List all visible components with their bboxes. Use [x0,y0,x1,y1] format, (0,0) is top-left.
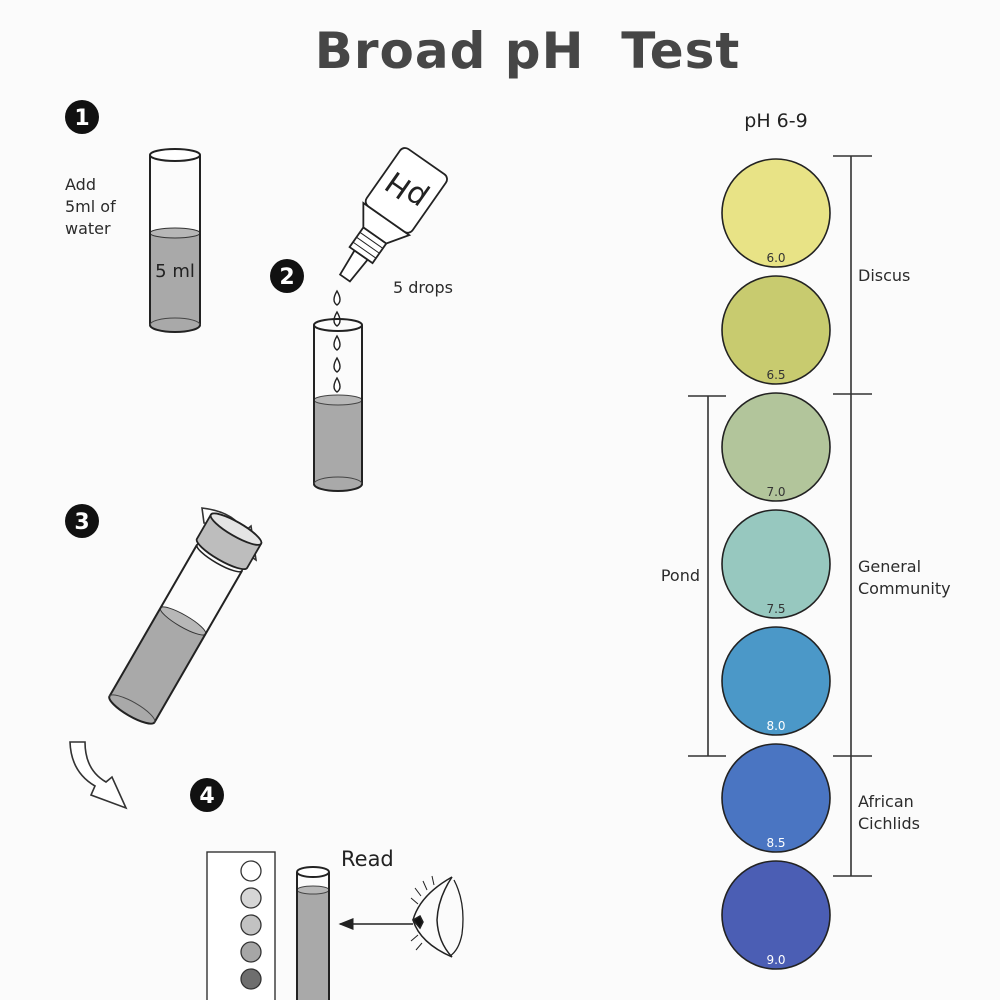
drops-label: 5 drops [393,278,453,297]
bracket-general-community-label-line-1: General [858,557,921,576]
test-tube-3 [296,866,330,1000]
step-1-instruction-line-3: water [65,219,111,238]
read-label: Read [341,847,394,871]
chart-range-label: pH 6-9 [744,110,807,132]
step-3-number: 3 [74,510,89,535]
falling-drops [333,289,341,393]
swatch-8-5 [721,743,831,853]
ph-color-chart: pH 6-9 6.0 6.5 7.0 7.5 8.0 8.5 9.0 Discus Gene… [661,110,951,970]
swatch-value-label: 8.5 [766,836,785,850]
bracket-african-cichlids [833,756,872,877]
swatch-value-label: 7.0 [766,485,785,499]
test-tube-1: 5 ml [149,148,201,333]
step-1-instruction-line-1: Add [65,175,96,194]
step-2-number: 2 [279,265,294,290]
dropper-bottle: pH [338,147,448,283]
swatch-value-label: 7.5 [766,602,785,616]
step-1-instruction-line-2: 5ml of [65,197,116,216]
swatch-8-0 [721,626,831,736]
step-4: 4 Read [190,778,464,1000]
bracket-discus [833,155,872,395]
step-1-number: 1 [74,106,89,131]
step-2: 2 pH 5 drops [270,147,453,492]
bracket-discus-label: Discus [858,266,910,285]
step-3-badge [65,504,99,538]
bracket-pond [688,395,726,757]
mini-swatch [240,887,262,909]
bracket-african-cichlids-label-line-1: African [858,792,914,811]
swatch-value-label: 9.0 [766,953,785,967]
capped-test-tube [108,512,263,725]
step-1-badge [65,100,99,134]
swatch-value-label: 6.5 [766,368,785,382]
swatch-7-0 [721,392,831,502]
bracket-african-cichlids-label-line-2: Cichlids [858,814,920,833]
swatch-7-5 [721,509,831,619]
step-1: 1 Add 5ml of water 5 ml [65,100,201,333]
step-4-badge [190,778,224,812]
tube-volume-label: 5 ml [155,261,195,282]
swatch-value-label: 8.0 [766,719,785,733]
eye-icon [410,875,464,958]
mini-swatch [240,941,262,963]
mini-swatch [240,968,262,990]
swatch-6-0 [721,158,831,268]
shake-arrow-bottom-icon [69,741,128,810]
test-tube-2 [313,318,363,492]
mini-swatch [240,860,262,882]
step-3: 3 [65,504,263,810]
step-4-number: 4 [199,784,214,809]
bracket-pond-label: Pond [661,566,700,585]
swatch-column: 6.0 6.5 7.0 7.5 8.0 8.5 9.0 [721,158,831,970]
mini-swatch-group [240,860,262,990]
step-2-badge [270,259,304,293]
bracket-general-community [833,394,872,757]
mini-swatch [240,914,262,936]
swatch-value-label: 6.0 [766,251,785,265]
swatch-6-5 [721,275,831,385]
swatch-9-0 [721,860,831,970]
bracket-general-community-label-line-2: Community [858,579,951,598]
page-title: Broad pH Test [314,22,741,80]
